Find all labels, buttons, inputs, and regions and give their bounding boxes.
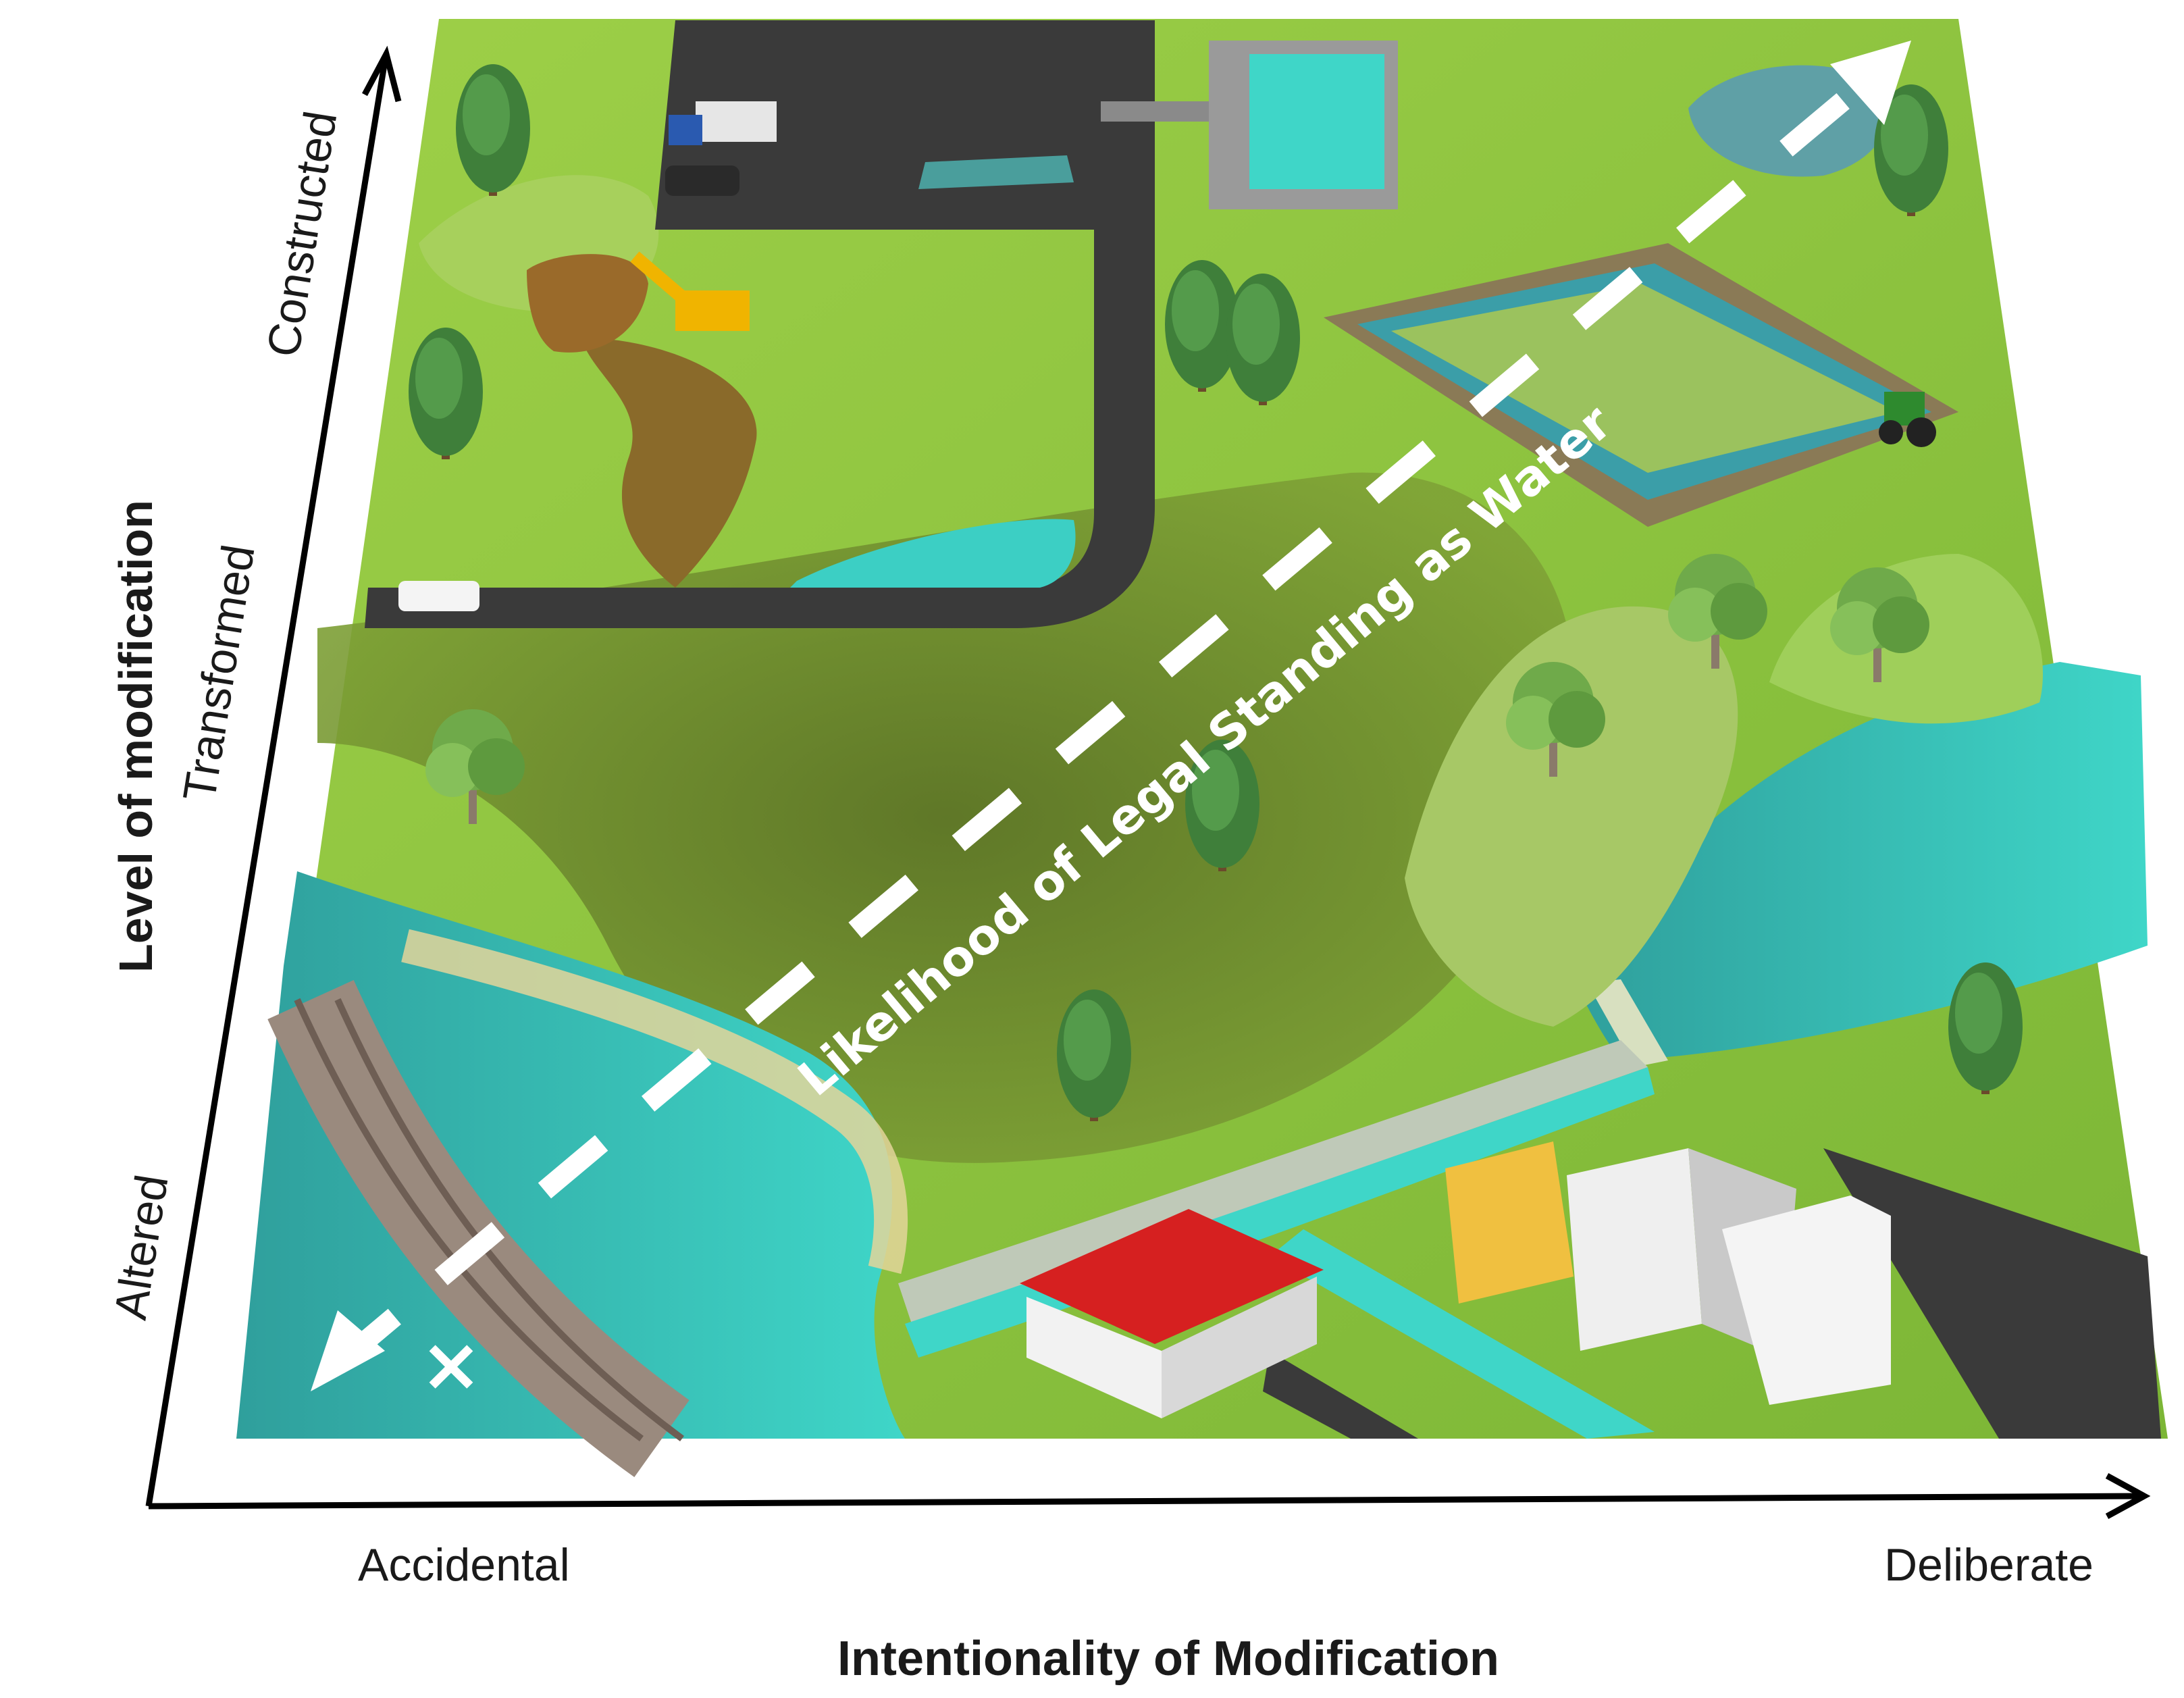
- x-axis-title: Intentionality of Modification: [837, 1632, 1499, 1686]
- farm-field: [1324, 243, 1958, 527]
- building-icon: [1020, 1209, 1324, 1418]
- y-level-transformed: Transformed: [174, 541, 265, 804]
- y-axis-title: Level of modification: [109, 500, 162, 973]
- canal: [1270, 1229, 1655, 1439]
- truck-icon: [669, 101, 777, 145]
- trend-dashed-line: [331, 53, 1898, 1372]
- trend-arrowhead-start: [311, 1310, 385, 1391]
- x-axis-arrowhead: [2105, 1473, 2151, 1519]
- canal: [898, 1040, 1648, 1324]
- y-level-altered: Altered: [105, 1171, 178, 1323]
- x-axis-end-label: Deliberate: [1884, 1539, 2094, 1591]
- dam: [1587, 979, 1668, 1067]
- y-axis-line: [145, 60, 388, 1507]
- y-axis-arrowhead: [362, 45, 402, 103]
- puddle: [918, 155, 1074, 189]
- car-icon: [665, 165, 739, 196]
- road-lower: [1823, 1148, 2161, 1439]
- hill: [1405, 606, 1738, 1027]
- road-lower: [1263, 1351, 1418, 1439]
- excavator-icon: [527, 251, 750, 353]
- pond: [790, 519, 1076, 588]
- stream: [581, 338, 757, 588]
- lake: [1574, 662, 2148, 1060]
- tractor-icon: [1879, 392, 1936, 447]
- y-level-constructed: Constructed: [257, 107, 346, 360]
- river: [236, 871, 905, 1439]
- x-axis-line: [148, 1493, 2141, 1510]
- riverbank: [401, 929, 908, 1275]
- road-loop: [1101, 101, 1216, 122]
- building-icon: [1445, 1141, 1891, 1405]
- swimming-pool-icon: [1209, 41, 1398, 209]
- farm-pond: [1688, 65, 1888, 177]
- car-icon: [398, 581, 479, 611]
- wetland-area: [317, 472, 1575, 1163]
- landscape-map: [236, 19, 2168, 1477]
- trend-arrowhead-end: [1830, 41, 1911, 125]
- trend-start-marker: ×: [420, 1321, 482, 1408]
- x-axis-start-label: Accidental: [358, 1539, 570, 1591]
- railway-icon: [267, 980, 690, 1477]
